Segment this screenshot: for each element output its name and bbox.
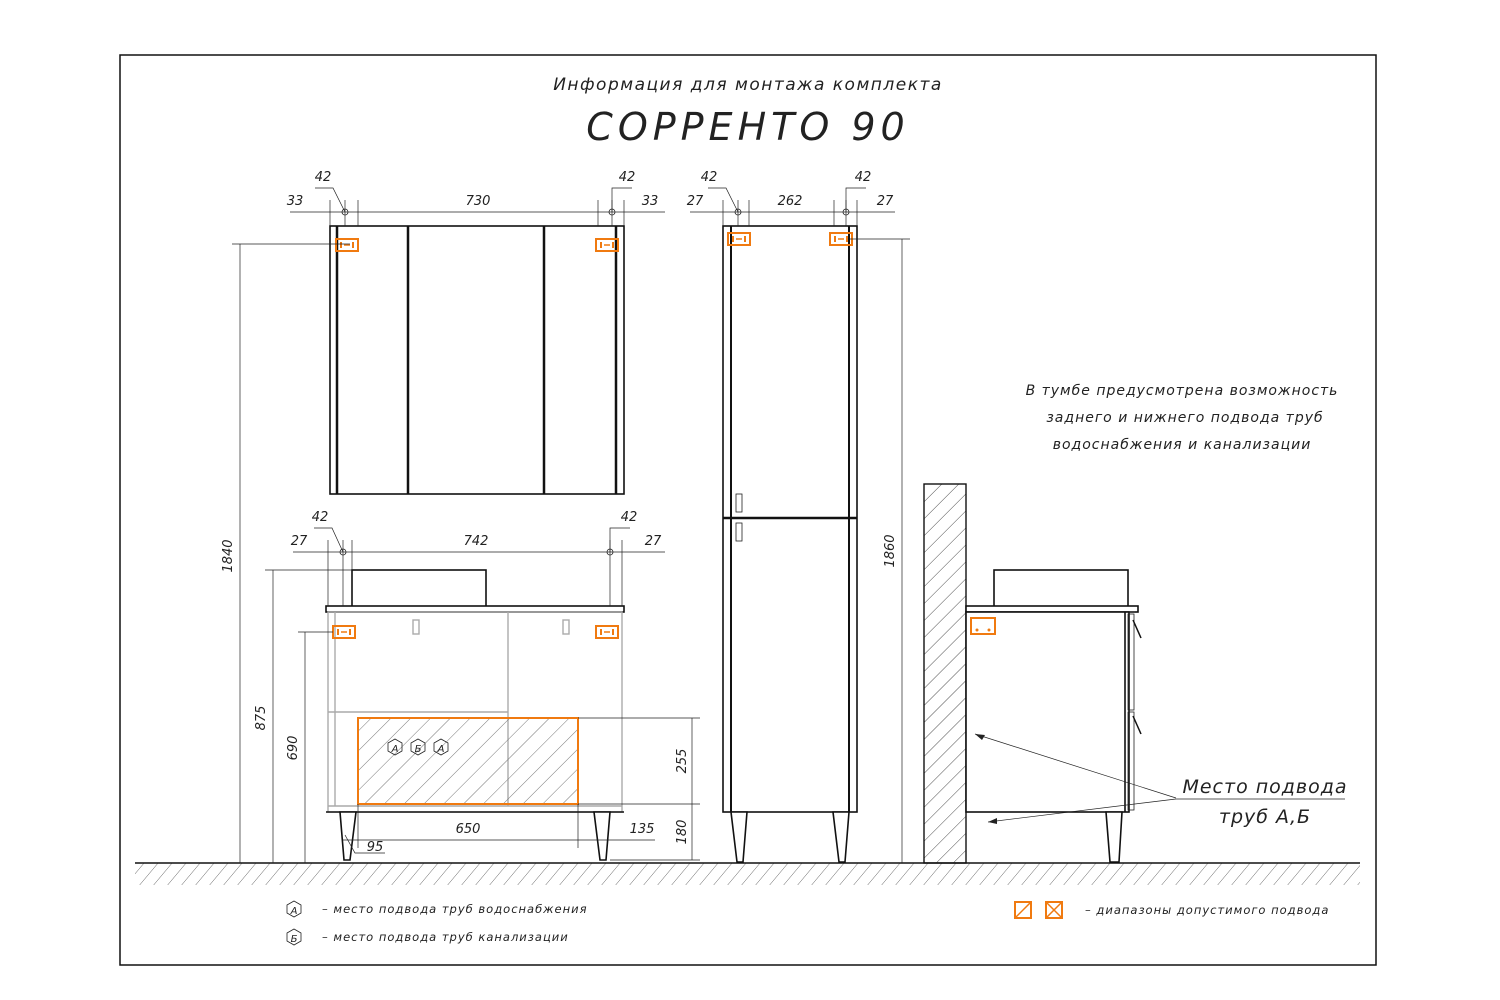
pipe-marker-b: Б [410, 738, 426, 756]
side-view [923, 483, 1345, 864]
mirror-dim-right-hole: 42 [619, 170, 636, 185]
mirror-dim-right-edge: 33 [642, 194, 659, 209]
mirror-dimensions: 33 42 730 42 33 1840 [221, 170, 665, 863]
legend-range: – диапазоны допустимого подвода [1014, 901, 1329, 919]
tall-dim-right-edge: 27 [877, 194, 894, 209]
vanity-dimensions: 27 42 742 42 27 875 690 255 180 650 135 … [254, 510, 700, 863]
vanity-dim-height-mount: 690 [286, 736, 301, 761]
note-line-2: заднего и нижнего подвода труб [1046, 410, 1323, 426]
legend-sewer-text: – место подвода труб канализации [322, 930, 569, 944]
vanity-dim-zone-right: 135 [630, 822, 655, 837]
svg-text:А: А [290, 906, 298, 917]
vanity-dim-right-edge: 27 [645, 534, 662, 549]
vanity-dim-height-total: 875 [254, 706, 269, 731]
floor [135, 862, 1360, 885]
vanity-dim-left-edge: 27 [291, 534, 308, 549]
legend-water: А – место подвода труб водоснабжения [286, 900, 588, 918]
tall-cabinet [722, 225, 858, 863]
mirror-dim-width: 730 [466, 194, 491, 209]
vanity-dim-width: 742 [464, 534, 489, 549]
tall-dim-right-hole: 42 [855, 170, 872, 185]
tall-dim-width: 262 [778, 194, 803, 209]
mirror-cabinet [329, 225, 625, 495]
mirror-dim-left-hole: 42 [315, 170, 332, 185]
vanity-dim-right-hole: 42 [621, 510, 638, 525]
tall-dim-left-edge: 27 [687, 194, 704, 209]
svg-text:А: А [391, 744, 399, 755]
pipe-place-label-line1: Место подвода [1182, 776, 1347, 798]
svg-text:А: А [437, 744, 445, 755]
vanity-dim-zone-left: 95 [367, 840, 384, 855]
note: В тумбе предусмотрена возможность заднег… [1026, 383, 1339, 453]
subtitle: Информация для монтажа комплекта [553, 75, 943, 95]
vanity-dim-zone-height: 255 [675, 749, 690, 774]
drawing-frame [119, 54, 1377, 966]
legend-sewer: Б – место подвода труб канализации [286, 928, 569, 946]
note-line-3: водоснабжения и канализации [1053, 437, 1312, 453]
tall-dim-left-hole: 42 [701, 170, 718, 185]
pipe-place-label-line2: труб А,Б [1219, 806, 1311, 828]
legend-range-text: – диапазоны допустимого подвода [1085, 903, 1329, 917]
tall-dimensions: 27 42 262 42 27 1860 [687, 170, 910, 863]
vanity-dim-left-hole: 42 [312, 510, 329, 525]
pipe-marker-a2: А [433, 738, 449, 756]
svg-text:Б: Б [291, 934, 298, 945]
wall [923, 483, 967, 864]
mirror-dim-left-edge: 33 [287, 194, 304, 209]
svg-text:Б: Б [415, 744, 422, 755]
vanity-dim-zone-width: 650 [456, 822, 481, 837]
vanity: А Б А [325, 569, 625, 861]
legend-water-text: – место подвода труб водоснабжения [322, 902, 588, 916]
page-title: СОРРЕНТО 90 [586, 105, 909, 149]
pipe-marker-a1: А [387, 738, 403, 756]
mirror-dim-height: 1840 [221, 539, 236, 572]
tall-dim-height: 1860 [883, 534, 898, 567]
vanity-dim-zone-bottom: 180 [675, 820, 690, 845]
note-line-1: В тумбе предусмотрена возможность [1026, 383, 1339, 399]
